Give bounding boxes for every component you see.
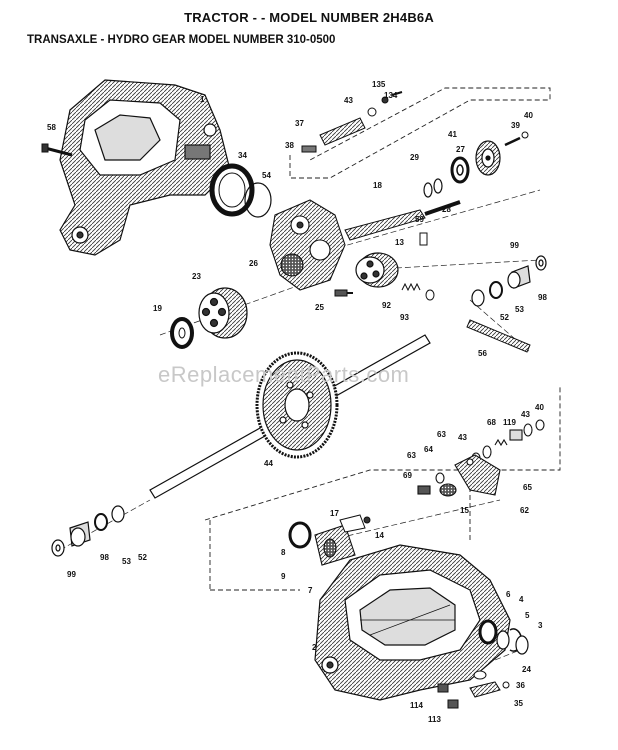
callout-24: 24 xyxy=(522,665,531,674)
callout-23: 23 xyxy=(192,272,201,281)
callout-1: 1 xyxy=(200,95,205,104)
callout-56: 56 xyxy=(478,349,487,358)
callout-43-mid: 43 xyxy=(521,410,530,419)
callout-59: 59 xyxy=(415,215,424,224)
callout-29: 29 xyxy=(410,153,419,162)
spring-part-92 xyxy=(401,282,435,301)
page-subtitle: TRANSAXLE - HYDRO GEAR MODEL NUMBER 310-… xyxy=(27,34,336,46)
bearing-part-19 xyxy=(170,317,194,349)
callout-68: 68 xyxy=(487,418,496,427)
callout-39: 39 xyxy=(511,121,520,130)
callout-98-top: 98 xyxy=(538,293,547,302)
brake-yoke-part-17 xyxy=(339,514,371,533)
brake-linkage-group xyxy=(417,419,545,497)
callout-36: 36 xyxy=(516,681,525,690)
callout-19: 19 xyxy=(153,304,162,313)
callout-63-a: 63 xyxy=(437,430,446,439)
callout-43-top: 43 xyxy=(344,96,353,105)
callout-135: 135 xyxy=(372,80,386,89)
callout-53-top: 53 xyxy=(515,305,524,314)
callout-64: 64 xyxy=(424,445,433,454)
callout-34: 34 xyxy=(238,151,247,160)
fitting-group-113-114 xyxy=(437,683,459,709)
arm-part-37 xyxy=(301,91,403,153)
input-shaft-part-18 xyxy=(344,200,461,241)
callout-15: 15 xyxy=(460,506,469,515)
callout-27: 27 xyxy=(456,145,465,154)
callout-labels: 1 58 34 54 135 134 43 37 38 41 40 39 29 … xyxy=(47,80,547,724)
callout-92: 92 xyxy=(382,301,391,310)
pump-cylinder-part-23 xyxy=(198,287,248,339)
watermark-text: eReplacementParts.com xyxy=(158,362,410,387)
callout-44: 44 xyxy=(264,459,273,468)
bearing-part-27 xyxy=(450,156,470,184)
bolt-part-58 xyxy=(41,143,73,157)
spacer-group-right xyxy=(471,255,547,307)
screw-part-39 xyxy=(504,131,529,147)
callout-5: 5 xyxy=(525,611,530,620)
washers-part-29 xyxy=(423,178,443,198)
callout-17: 17 xyxy=(330,509,339,518)
bearing-part-34 xyxy=(209,163,255,217)
callout-93: 93 xyxy=(400,313,409,322)
callout-62: 62 xyxy=(520,506,529,515)
callout-25: 25 xyxy=(315,303,324,312)
center-section-part-26 xyxy=(269,199,346,291)
callout-26: 26 xyxy=(249,259,258,268)
callout-58: 58 xyxy=(47,123,56,132)
seal-group-right-lower xyxy=(478,619,529,655)
motor-cylinder-part-13 xyxy=(355,252,399,288)
callout-18: 18 xyxy=(373,181,382,190)
pulley-part-41 xyxy=(475,140,501,176)
callout-114: 114 xyxy=(410,701,423,710)
callout-28: 28 xyxy=(442,205,451,214)
page-title: TRACTOR - - MODEL NUMBER 2H4B6A xyxy=(184,10,434,25)
callout-52-low: 52 xyxy=(138,553,147,562)
callout-13: 13 xyxy=(395,238,404,247)
housing-upper-part-1 xyxy=(59,79,231,256)
callout-99-top: 99 xyxy=(510,241,519,250)
spacer-group-left xyxy=(51,505,125,557)
callout-3: 3 xyxy=(538,621,543,630)
callout-6: 6 xyxy=(506,590,511,599)
callout-53-low: 53 xyxy=(122,557,131,566)
bypass-arm-group xyxy=(469,670,510,698)
callout-37: 37 xyxy=(295,119,304,128)
pin-part-59 xyxy=(419,232,428,246)
callout-134: 134 xyxy=(384,91,398,100)
brake-puck-part-8 xyxy=(288,521,356,566)
callout-40-top: 40 xyxy=(524,111,533,120)
callout-41: 41 xyxy=(448,130,457,139)
callout-38: 38 xyxy=(285,141,294,150)
shaft-part-56 xyxy=(466,319,531,353)
check-valve-part-25 xyxy=(334,289,353,297)
callout-14: 14 xyxy=(375,531,384,540)
housing-lower-part-2 xyxy=(314,544,511,701)
callout-52-top: 52 xyxy=(500,313,509,322)
callout-2: 2 xyxy=(312,643,317,652)
callout-98-low: 98 xyxy=(100,553,109,562)
callout-40-mid: 40 xyxy=(535,403,544,412)
callout-35: 35 xyxy=(514,699,523,708)
callout-99-low: 99 xyxy=(67,570,76,579)
callout-9: 9 xyxy=(281,572,286,581)
callout-43-low: 43 xyxy=(458,433,467,442)
callout-119: 119 xyxy=(503,418,516,427)
callout-63-b: 63 xyxy=(407,451,416,460)
axle-gear-part-44 xyxy=(149,334,431,499)
callout-4: 4 xyxy=(519,595,524,604)
callout-7: 7 xyxy=(308,586,313,595)
callout-8: 8 xyxy=(281,548,286,557)
callout-113: 113 xyxy=(428,715,441,724)
callout-69: 69 xyxy=(403,471,412,480)
callout-54: 54 xyxy=(262,171,271,180)
oring-part-54 xyxy=(244,182,272,218)
callout-65: 65 xyxy=(523,483,532,492)
